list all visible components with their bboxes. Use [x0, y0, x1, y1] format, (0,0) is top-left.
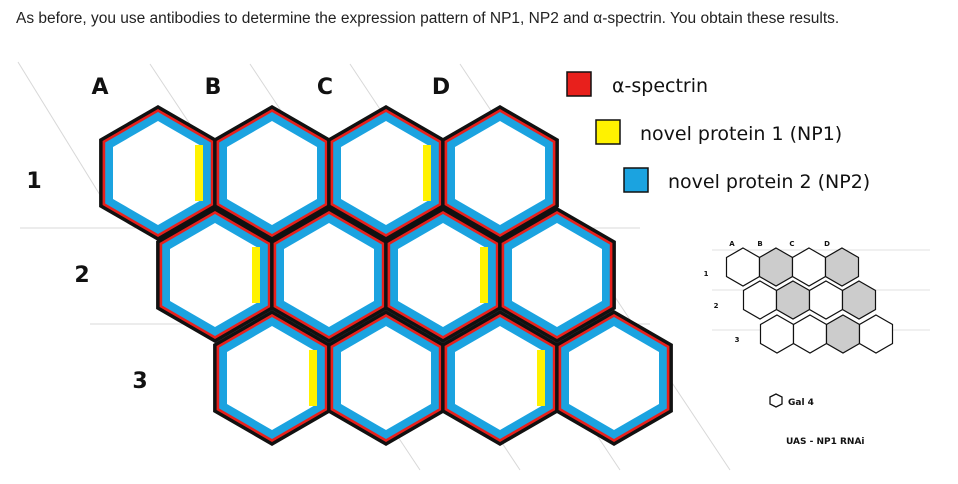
hex-cell-d1 — [441, 105, 559, 241]
inset-hex-cell-c2 — [808, 280, 844, 320]
legend: α-spectrin novel protein 1 (NP1) novel p… — [566, 71, 870, 193]
gal4-legend-label: Gal 4 — [788, 398, 814, 408]
hex-grid — [99, 105, 673, 446]
cell-interior — [170, 223, 260, 327]
inset-hex-cell-a1 — [725, 247, 761, 287]
inset-hex-cell-d1 — [824, 247, 860, 287]
np1-stripe — [480, 247, 488, 303]
column-label-d: D — [432, 75, 450, 100]
row-label-3: 3 — [132, 369, 147, 394]
cell-interior — [569, 326, 659, 430]
row-label-2: 2 — [74, 263, 89, 288]
inset-hex-cell-a2 — [742, 280, 778, 320]
cell-interior — [512, 223, 602, 327]
column-label-b: B — [205, 75, 222, 100]
np1-stripe — [195, 145, 203, 201]
hex-cell-b1 — [213, 105, 331, 241]
cell-interior — [227, 121, 317, 225]
hex-cell-d2 — [498, 207, 616, 343]
inset-hex-cell-c1 — [791, 247, 827, 287]
legend-swatch-np1 — [595, 119, 621, 145]
inset-column-b: B — [757, 240, 762, 248]
cell-interior — [227, 326, 317, 430]
row-label-1: 1 — [26, 169, 41, 194]
np1-stripe — [537, 350, 545, 406]
inset-hex-cell-b3 — [792, 314, 828, 354]
hex-cell-b2 — [270, 207, 388, 343]
hex-cell-a1 — [99, 105, 217, 241]
gal4-legend-hex-icon — [769, 393, 783, 408]
inset-column-c: C — [789, 240, 794, 248]
hex-cell-d3 — [555, 310, 673, 446]
inset-hex-cell-c3 — [825, 314, 861, 354]
inset-row-2: 2 — [714, 302, 719, 310]
legend-label-np2: novel protein 2 (NP2) — [668, 171, 870, 193]
cell-interior — [455, 326, 545, 430]
np1-stripe — [309, 350, 317, 406]
np1-stripe — [423, 145, 431, 201]
inset-column-a: A — [729, 240, 735, 248]
inset-hex-grid — [725, 247, 894, 354]
inset-column-d: D — [824, 240, 830, 248]
cell-interior — [455, 121, 545, 225]
cell-interior — [341, 121, 431, 225]
inset-hex-cell-b1 — [758, 247, 794, 287]
hex-cell-a3 — [213, 310, 331, 446]
cell-interior — [398, 223, 488, 327]
hex-cell-c1 — [327, 105, 445, 241]
legend-label-alpha-spectrin: α-spectrin — [612, 75, 708, 97]
hex-cell-c3 — [441, 310, 559, 446]
inset-hex-cell-d3 — [858, 314, 894, 354]
inset-row-1: 1 — [704, 270, 709, 278]
hex-cell-b3 — [327, 310, 445, 446]
column-label-a: A — [91, 75, 108, 100]
question-prompt: As before, you use antibodies to determi… — [16, 10, 840, 27]
legend-swatch-np2 — [623, 167, 649, 193]
hex-cell-a2 — [156, 207, 274, 343]
inset-hex-cell-b2 — [775, 280, 811, 320]
inset-row-3: 3 — [735, 336, 740, 344]
cell-interior — [341, 326, 431, 430]
inset-hex-cell-a3 — [759, 314, 795, 354]
column-label-c: C — [317, 75, 333, 100]
cell-interior — [284, 223, 374, 327]
np1-stripe — [252, 247, 260, 303]
hex-cell-c2 — [384, 207, 502, 343]
inset-diagram: A B C D 1 2 3 Gal 4 UAS - NP1 RNAi — [704, 240, 930, 447]
legend-label-np1: novel protein 1 (NP1) — [640, 123, 842, 145]
inset-hex-cell-d2 — [841, 280, 877, 320]
cell-interior — [113, 121, 203, 225]
legend-swatch-alpha-spectrin — [566, 71, 592, 97]
inset-caption: UAS - NP1 RNAi — [786, 437, 865, 447]
